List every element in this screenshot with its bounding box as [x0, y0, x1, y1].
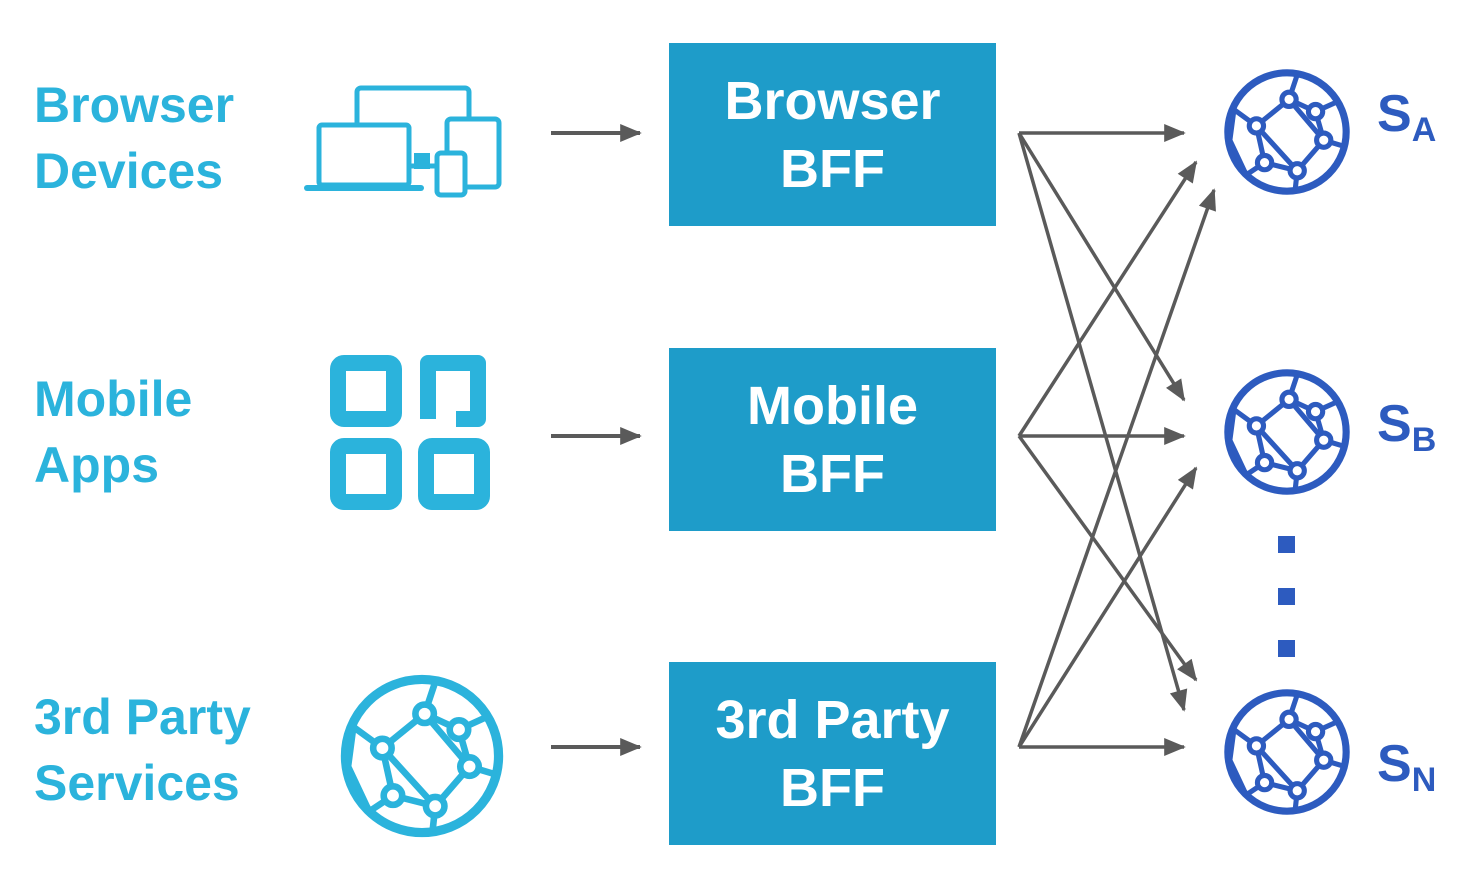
client-label-mobile-apps: Mobile Apps	[34, 366, 192, 498]
service-label-sub: A	[1411, 111, 1437, 149]
service-label-sub: B	[1411, 421, 1437, 459]
client-label-line1: Mobile	[34, 371, 193, 427]
bff-box-mobile: Mobile BFF	[669, 348, 996, 531]
bff-box-3rd-party: 3rd Party BFF	[669, 662, 996, 845]
service-globe-b-icon	[1228, 373, 1346, 491]
service-label-sub: N	[1411, 761, 1437, 799]
service-label-main: S	[1377, 85, 1412, 143]
bff-label-line1: Mobile	[747, 375, 918, 436]
client-label-line1: Browser	[34, 77, 235, 133]
bff-to-service-arrows	[1017, 124, 1216, 756]
bff-box-browser: Browser BFF	[669, 43, 996, 226]
client-label-line2: Services	[34, 755, 240, 811]
client-label-line2: Apps	[34, 437, 159, 493]
service-label-main: S	[1377, 395, 1412, 453]
service-label-main: S	[1377, 735, 1412, 793]
devices-icon	[304, 85, 502, 198]
client-label-line1: 3rd Party	[34, 689, 251, 745]
service-label-b: SB	[1377, 394, 1436, 460]
app-grid-icon	[330, 355, 490, 510]
ellipsis-dots	[1278, 536, 1295, 657]
bff-label-line1: Browser	[724, 70, 941, 131]
service-globe-a-icon	[1228, 73, 1346, 191]
service-globe-n-icon	[1228, 693, 1346, 811]
client-label-line2: Devices	[34, 143, 224, 199]
bff-label-line1: 3rd Party	[715, 689, 950, 750]
client-label-3rd-party-services: 3rd Party Services	[34, 684, 251, 816]
service-label-n: SN	[1377, 734, 1436, 800]
bff-label-line2: BFF	[780, 443, 885, 504]
bff-label-line2: BFF	[780, 757, 885, 818]
service-label-a: SA	[1377, 84, 1436, 150]
bff-label-line2: BFF	[780, 138, 885, 199]
client-label-browser-devices: Browser Devices	[34, 72, 234, 204]
network-globe-icon	[345, 679, 498, 832]
